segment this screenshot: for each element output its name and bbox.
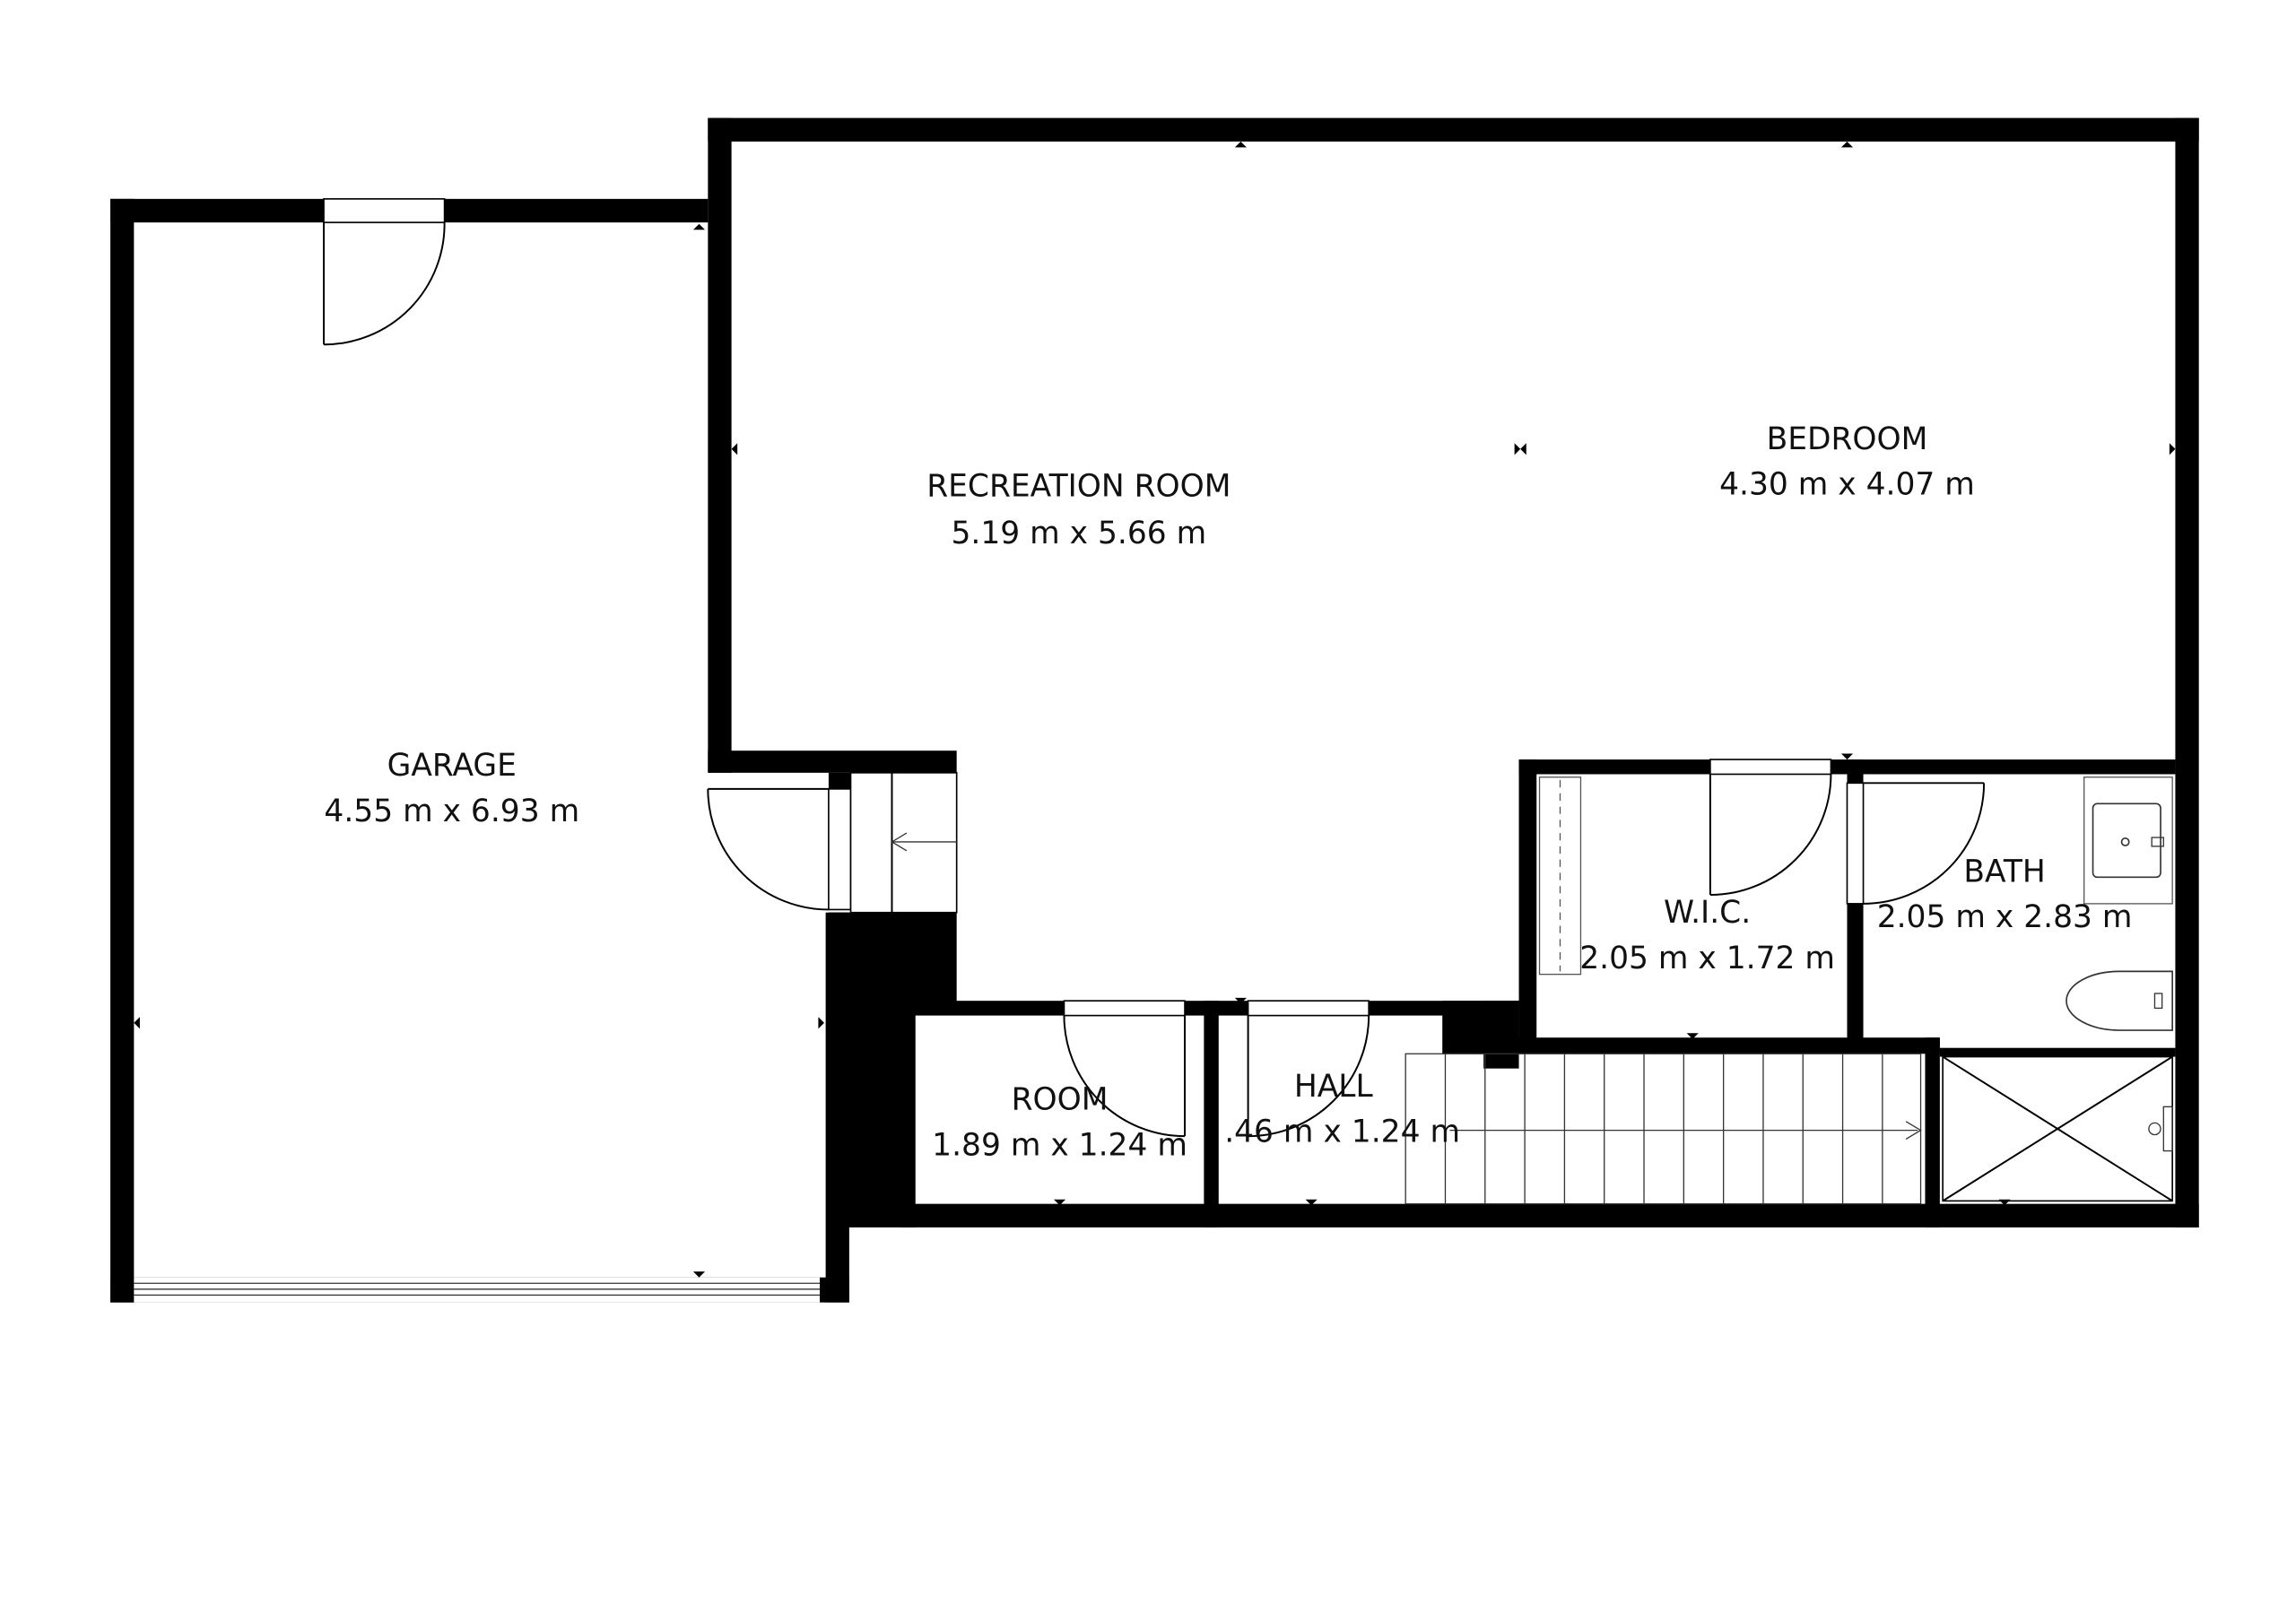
hall-door [1247,1000,1370,1138]
garage-name: GARAGE [387,748,517,784]
room-size: 1.89 m x 1.24 m [932,1128,1187,1164]
bedroom-size: 4.30 m x 4.07 m [1719,467,1975,503]
toilet-icon [2066,970,2173,1031]
walls [110,117,2199,1303]
recreation-room-size: 5.19 m x 5.66 m [951,516,1206,551]
room-name: ROOM [1012,1082,1109,1118]
hall-size: .46 m x 1.24 m [1224,1115,1460,1150]
bedroom-name: BEDROOM [1767,421,1928,457]
hall-name: HALL [1294,1069,1374,1105]
wic-name: W.I.C. [1664,895,1751,931]
garage-top-door [323,198,446,346]
garage-side-door [707,772,958,914]
bath-sink-icon [2083,776,2173,905]
bath-name: BATH [1963,854,2045,889]
dimension-markers [134,141,2176,1278]
room-door [1063,1000,1187,1138]
recreation-room-name: RECREATION ROOM [926,468,1231,504]
shower-icon [1942,1055,2173,1202]
room-labels: GARAGE 4.55 m x 6.93 m RECREATION ROOM 5… [324,421,2132,1164]
bath-door [1846,782,1986,905]
staircase [1405,1053,1922,1205]
garage-size: 4.55 m x 6.93 m [324,794,579,829]
wic-door [1538,759,1832,976]
garage-door [134,1277,821,1303]
bath-size: 2.05 m x 2.83 m [1877,899,2133,935]
wic-size: 2.05 m x 1.72 m [1579,941,1835,976]
